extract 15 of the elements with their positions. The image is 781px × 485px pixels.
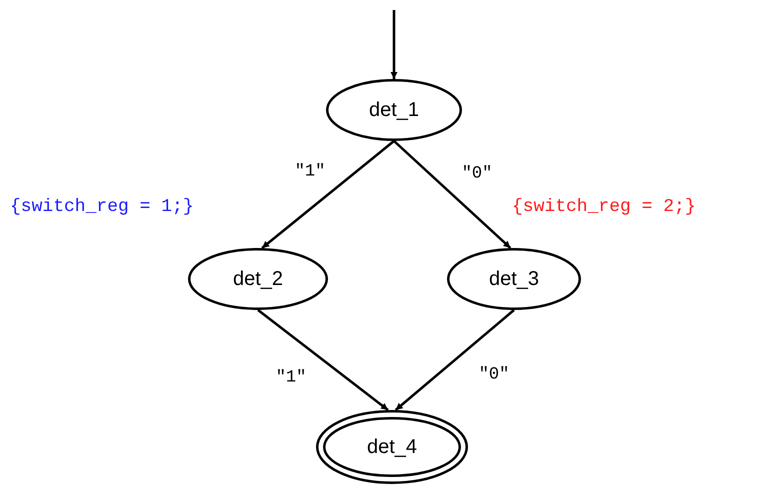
state-ellipse	[326, 79, 462, 141]
state-ellipse	[188, 248, 328, 310]
action-code: {switch_reg = 2;}	[512, 197, 696, 217]
arrow	[257, 309, 389, 411]
arrow	[394, 309, 515, 411]
arrow	[393, 140, 512, 249]
state-name: det_2	[232, 268, 284, 290]
arrow	[261, 140, 395, 249]
arrow	[390, 10, 398, 79]
final-state-ellipse	[316, 410, 468, 484]
state-name: det_1	[368, 98, 420, 122]
action-code: {switch_reg = 1;}	[10, 197, 194, 217]
state-name: det_4	[366, 436, 418, 458]
state-name: det_3	[488, 268, 540, 290]
state-ellipse	[447, 248, 581, 310]
